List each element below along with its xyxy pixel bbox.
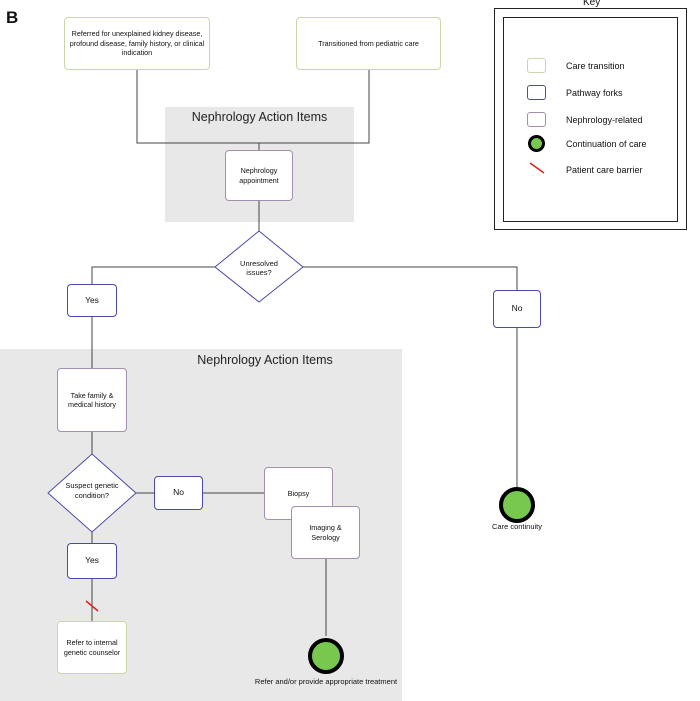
referral-box: Referred for unexplained kidney disease,…	[64, 17, 210, 70]
imaging-serology-box: Imaging & Serology	[291, 506, 360, 559]
care-continuity-circle	[499, 487, 535, 523]
key-outer-frame	[494, 8, 687, 230]
suspect-genetic-text: Suspect genetic condition?	[65, 481, 119, 500]
pediatric-transition-box: Transitioned from pediatric care	[296, 17, 441, 70]
care-transition-swatch	[527, 58, 546, 73]
action-panel-top-title: Nephrology Action Items	[191, 110, 328, 124]
patient-care-barrier-mark	[85, 600, 99, 612]
key-label-nephrology-related: Nephrology-related	[566, 115, 643, 125]
care-continuity-label: Care continuity	[491, 522, 543, 531]
unresolved-issues-diamond	[214, 230, 304, 303]
key-label-patient-care-barrier: Patient care barrier	[566, 165, 643, 175]
suspect-genetic-diamond	[47, 453, 137, 533]
key-title: Key	[580, 0, 604, 8]
barrier-mark-swatch	[529, 162, 545, 174]
key-label-care-transition: Care transition	[566, 61, 625, 71]
nephrology-appointment-box: Nephrology appointment	[225, 150, 293, 201]
unresolved-issues-text: Unresolved issues?	[240, 259, 278, 277]
key-inner-frame	[503, 17, 678, 222]
key-label-pathway-forks: Pathway forks	[566, 88, 623, 98]
refer-treatment-circle	[308, 638, 344, 674]
yes-fork-top: Yes	[67, 284, 117, 317]
nephrology-swatch	[527, 112, 546, 127]
family-history-box: Take family & medical history	[57, 368, 127, 432]
action-panel-bottom-title: Nephrology Action Items	[197, 353, 333, 367]
yes-fork-genetic: Yes	[67, 543, 117, 579]
pathway-fork-swatch	[527, 85, 546, 100]
refer-treatment-label: Refer and/or provide appropriate treatme…	[254, 677, 398, 686]
continuation-circle-swatch	[528, 135, 545, 152]
no-fork-genetic: No	[154, 476, 203, 510]
no-fork-right: No	[493, 290, 541, 328]
panel-letter: B	[6, 8, 19, 27]
key-label-continuation-of-care: Continuation of care	[566, 139, 647, 149]
genetic-counselor-box: Refer to internal genetic counselor	[57, 621, 127, 674]
